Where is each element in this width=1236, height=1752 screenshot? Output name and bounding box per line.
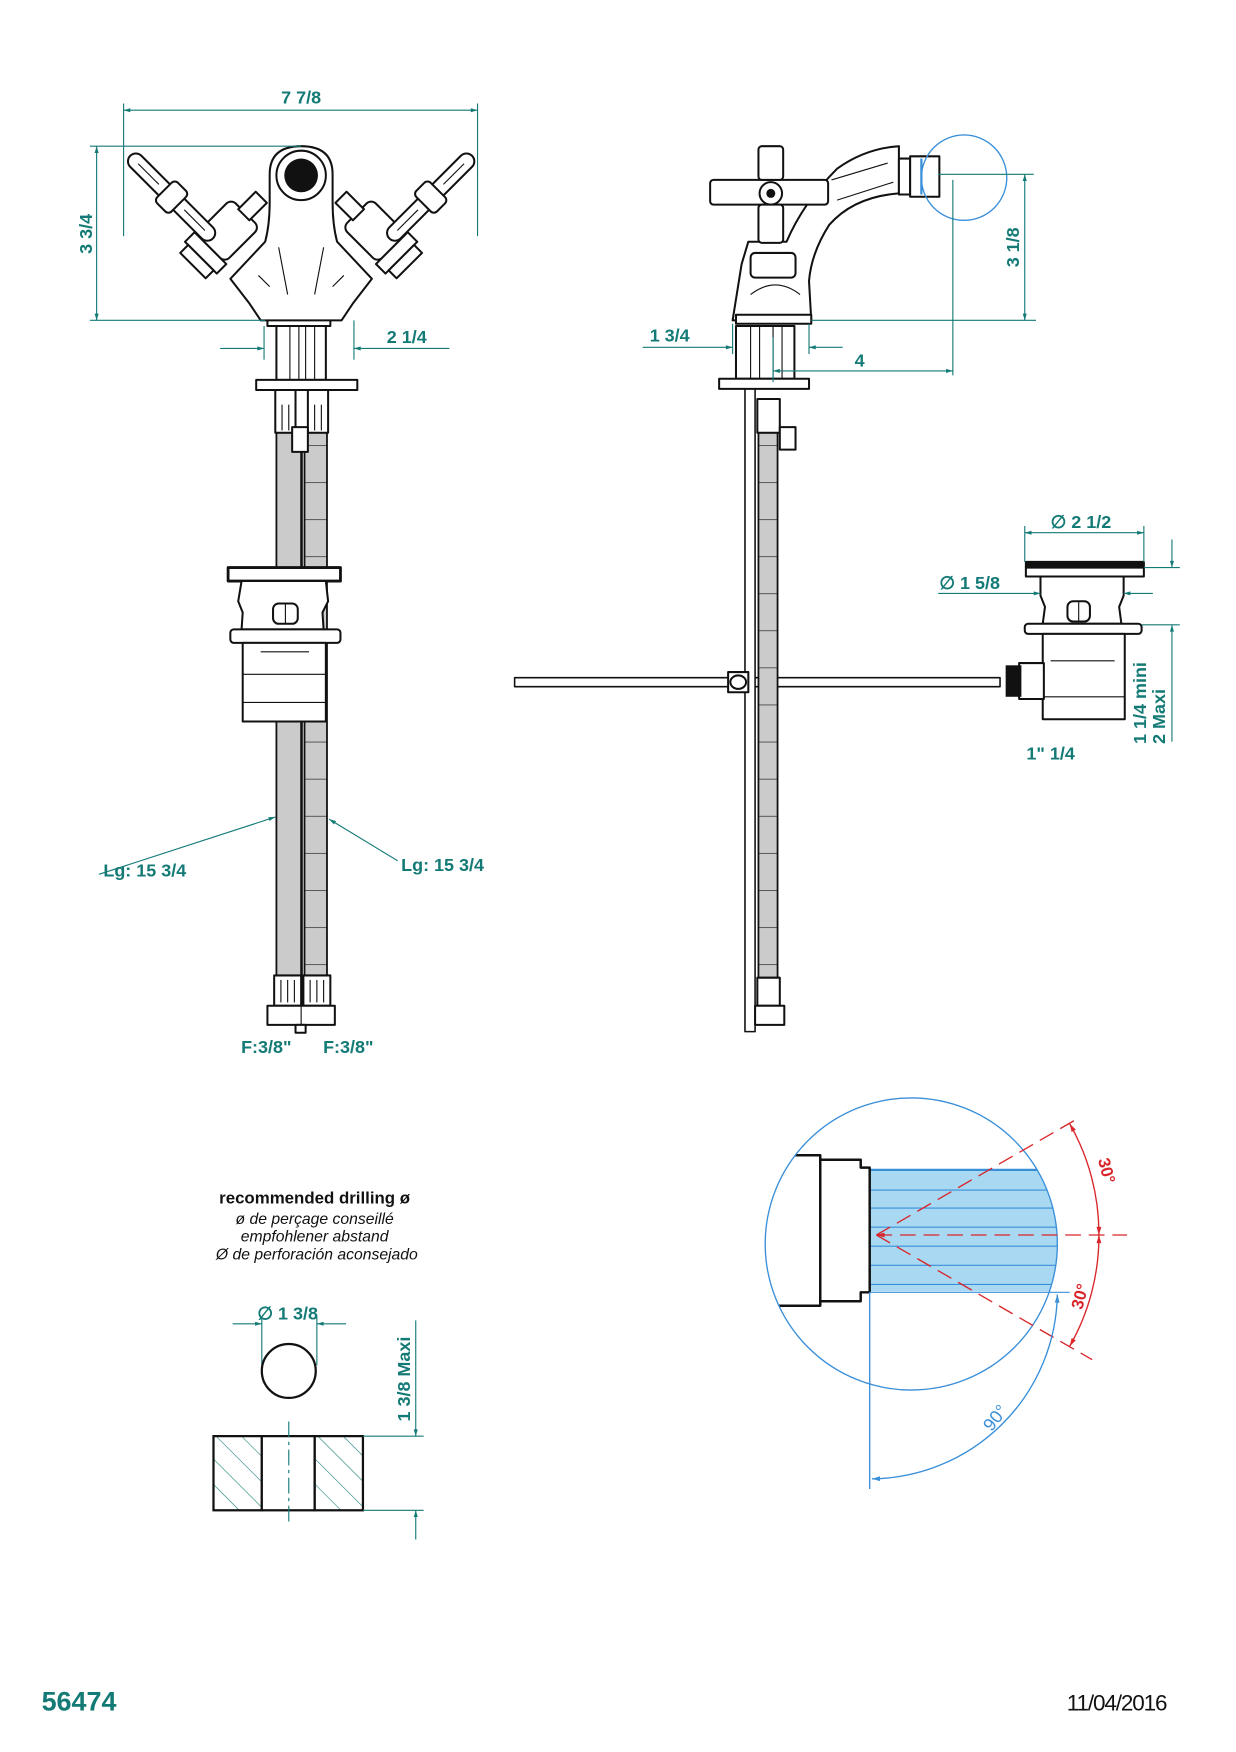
detail-callout-circle <box>920 134 1008 222</box>
rotation-label: 90° <box>979 1401 1011 1435</box>
connection-right: F:3/8" <box>323 1037 373 1057</box>
waste-side: ∅ 2 1/2 ∅ 1 5/8 1 1/4 mini 2 Maxi 1" 1/4 <box>938 512 1180 764</box>
faucet-body-front <box>229 145 373 322</box>
hose-length-left: Lg: 15 3/4 <box>103 861 186 881</box>
drilling-section: recommended drilling ø ø de perçage cons… <box>212 1189 424 1540</box>
dim-width: 7 7/8 <box>281 87 321 107</box>
drill-hole-top <box>260 1342 317 1400</box>
dim-hole-diameter: ∅ 1 3/8 <box>257 1303 318 1323</box>
waste-front <box>226 566 342 723</box>
spray-detail: 30° 30° 90° <box>764 1097 1128 1489</box>
cross-handle-left[interactable] <box>120 145 223 248</box>
cross-handle-side[interactable] <box>709 145 830 244</box>
connection-left: F:3/8" <box>241 1037 291 1057</box>
dim-flange-diameter: ∅ 2 1/2 <box>1051 512 1112 532</box>
valve-left <box>120 145 268 280</box>
waste-thread: 1" 1/4 <box>1026 744 1074 764</box>
drilling-fr: ø de perçage conseillé <box>236 1211 394 1228</box>
drilling-de: empfohlener abstand <box>241 1229 390 1246</box>
dim-height: 3 3/4 <box>76 214 96 254</box>
dim-deck-thickness: 1 3/8 Maxi <box>394 1337 414 1422</box>
drawing-date: 11/04/2016 <box>1067 1690 1167 1715</box>
side-view: 3 1/8 1 3/4 4 <box>513 134 1036 1033</box>
drilling-es: Ø de perforación aconsejado <box>215 1247 418 1264</box>
dim-side-height: 3 1/8 <box>1003 227 1023 267</box>
dim-body-diameter: ∅ 1 5/8 <box>939 573 1000 593</box>
angle-down-label: 30° <box>1068 1281 1093 1311</box>
front-view: 7 7/8 3 3/4 2 1/4 Lg: 15 3/4 Lg: 15 3/4 … <box>76 87 484 1056</box>
hose-side <box>757 431 779 979</box>
dim-reach: 4 <box>855 350 865 370</box>
product-reference: 56474 <box>42 1686 117 1716</box>
hose-length-right: Lg: 15 3/4 <box>401 855 484 875</box>
drilling-title: recommended drilling ø <box>219 1189 411 1208</box>
dim-side-base: 1 3/4 <box>650 326 690 346</box>
dim-thickness-min: 1 1/4 mini <box>1130 662 1150 744</box>
valve-right <box>334 152 476 280</box>
angle-up-label: 30° <box>1094 1156 1119 1186</box>
dim-base: 2 1/4 <box>387 327 427 347</box>
dim-thickness-max: 2 Maxi <box>1149 689 1169 744</box>
